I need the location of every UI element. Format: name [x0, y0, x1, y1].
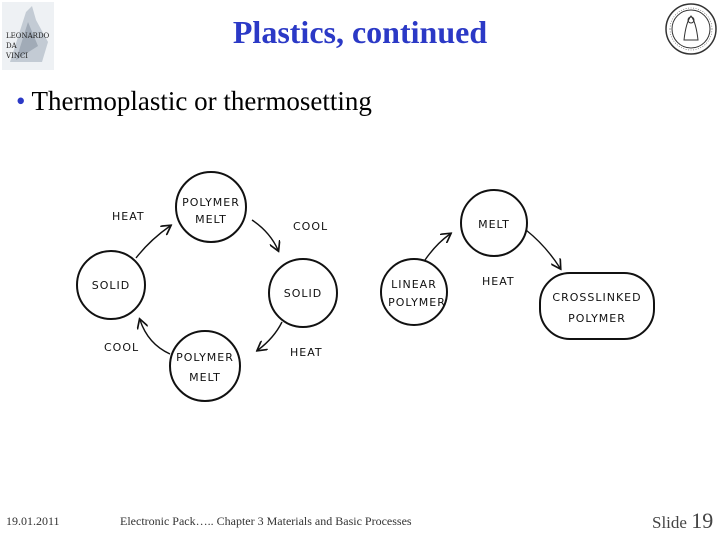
node-linear-polymer-line1: LINEAR: [391, 278, 437, 291]
label-heat-right: HEAT: [482, 275, 515, 288]
slide-number-value: 19: [691, 508, 714, 533]
node-crosslinked-polymer-line1: CROSSLINKED: [552, 291, 641, 304]
svg-text:VINCI: VINCI: [5, 52, 28, 60]
arrow-cool-top: [251, 219, 278, 250]
node-polymer-melt-top-line2: MELT: [195, 213, 227, 226]
leonardo-da-vinci-logo: LEONARDO DA VINCI: [2, 2, 54, 70]
node-polymer-melt-bottom-line1: POLYMER: [176, 351, 234, 364]
thermoplastic-cycle: POLYMER MELT SOLID SOLID POLYMER MELT HE…: [76, 171, 338, 402]
node-crosslinked-polymer-line2: POLYMER: [568, 312, 626, 325]
arrow-linear-to-melt: [424, 234, 450, 261]
node-solid-right: [268, 258, 338, 328]
arrow-heat-top: [135, 226, 170, 259]
footer-center: Electronic Pack….. Chapter 3 Materials a…: [120, 514, 412, 528]
label-cool-bottom: COOL: [104, 341, 139, 354]
node-melt: [460, 189, 528, 257]
node-solid-left: [76, 250, 146, 320]
slide-title: Plastics, continued: [232, 14, 488, 50]
bullet-icon: •: [16, 86, 26, 116]
node-linear-polymer-line2: POLYMER: [388, 296, 446, 309]
node-polymer-melt-top: [175, 171, 247, 243]
node-crosslinked-polymer: [539, 272, 655, 340]
arrow-cool-bottom: [140, 320, 171, 355]
node-melt-label: MELT: [478, 218, 510, 231]
label-heat-bottom: HEAT: [290, 346, 323, 359]
node-polymer-melt-bottom: [169, 330, 241, 402]
node-polymer-melt-top-line1: POLYMER: [182, 196, 240, 209]
svg-text:DA: DA: [6, 42, 18, 50]
node-solid-left-label: SOLID: [92, 279, 130, 292]
node-linear-polymer: [380, 258, 448, 326]
node-solid-right-label: SOLID: [284, 287, 322, 300]
arrow-melt-to-crosslinked: [525, 229, 560, 268]
bullet-text: Thermoplastic or thermosetting: [31, 86, 372, 116]
node-polymer-melt-bottom-line2: MELT: [189, 371, 221, 384]
plastic-cycle-diagram: POLYMER MELT SOLID SOLID POLYMER MELT HE…: [60, 160, 680, 420]
university-seal-logo: [664, 2, 718, 56]
bullet-point: •Thermoplastic or thermosetting: [16, 86, 372, 117]
svg-text:LEONARDO: LEONARDO: [6, 32, 50, 40]
label-cool-top: COOL: [293, 220, 328, 233]
thermosetting-process: MELT LINEAR POLYMER CROSSLINKED POLYMER …: [380, 189, 655, 340]
footer-date: 19.01.2011: [6, 514, 60, 528]
slide-number: Slide 19: [652, 508, 713, 534]
slide-label: Slide: [652, 513, 687, 532]
label-heat-top: HEAT: [112, 210, 145, 223]
arrow-heat-bottom: [258, 321, 283, 350]
